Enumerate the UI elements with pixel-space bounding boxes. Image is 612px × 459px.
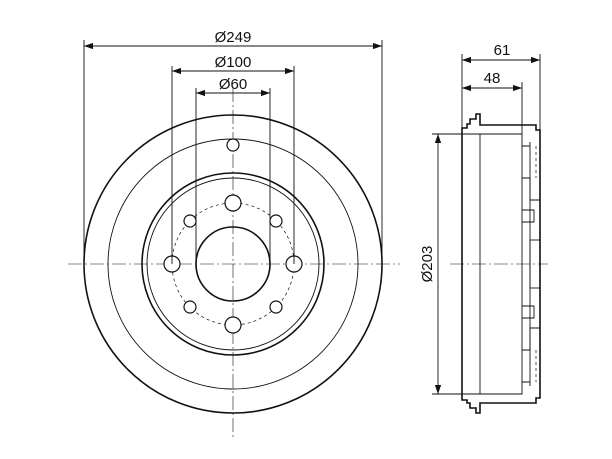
- drum-lining-bottom: [480, 381, 530, 395]
- hub-flange-upper: [522, 177, 540, 201]
- locating-hole-upper-left: [183, 214, 197, 228]
- hub-flange-lower: [522, 327, 540, 351]
- locating-hole-lower-right: [269, 300, 283, 314]
- bolt-hole-bottom: [224, 316, 242, 334]
- hub-face-step: [146, 177, 320, 351]
- dim-label-drum-depth: 48: [484, 70, 501, 87]
- hub-bolt-upper: [522, 209, 535, 223]
- side-view: 61 48 Ø203: [419, 42, 548, 414]
- dim-label-outer-diameter: Ø249: [215, 29, 252, 46]
- locating-hole-lower-left: [183, 300, 197, 314]
- hub-bolt-lower: [522, 305, 535, 319]
- drum-lining-top: [480, 133, 530, 147]
- drum-section-outline: [461, 113, 541, 414]
- front-view: Ø249 Ø100 Ø60: [68, 29, 400, 438]
- dim-label-center-bore: Ø60: [219, 76, 247, 93]
- dim-label-overall-width: 61: [494, 42, 511, 59]
- bolt-hole-top: [224, 194, 242, 212]
- dim-label-inner-diameter: Ø203: [419, 246, 436, 283]
- locating-hole-upper-right: [269, 214, 283, 228]
- rim-hole-top: [226, 138, 240, 152]
- dim-label-bolt-circle: Ø100: [215, 54, 252, 71]
- hub-face-outer-edge: [141, 172, 325, 356]
